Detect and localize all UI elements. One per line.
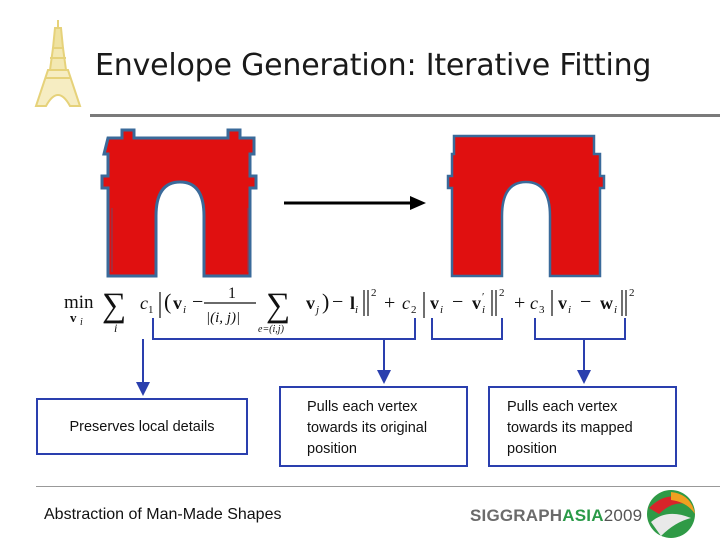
sq-1: 2 — [371, 287, 377, 299]
svg-text:): ) — [322, 289, 329, 314]
annotation-text: Preserves local details — [69, 418, 215, 435]
sum-symbol-2: ∑ — [266, 287, 290, 324]
sum1-index: i — [114, 321, 117, 335]
coef-c1: c — [140, 293, 148, 313]
annotation-line: towards its mapped — [507, 420, 633, 436]
svg-text:v: v — [306, 293, 315, 313]
frac-denominator: |(i, j)| — [206, 310, 240, 326]
svg-text:i: i — [568, 304, 571, 316]
course-title: Abstraction of Man-Made Shapes — [44, 506, 282, 523]
sq-2: 2 — [499, 287, 505, 299]
annotation-line: Pulls each vertex — [307, 399, 418, 415]
svg-text:l: l — [350, 293, 355, 313]
coef-c3: c — [530, 293, 538, 313]
wordmark-year: 2009 — [603, 506, 643, 525]
slide-title: Envelope Generation: Iterative Fitting — [95, 48, 652, 83]
formula-sub-i: i — [80, 317, 83, 328]
svg-text:−: − — [580, 291, 591, 313]
wordmark-region: ASIA — [562, 506, 604, 525]
svg-text:(: ( — [164, 289, 171, 314]
svg-text:v: v — [173, 293, 182, 313]
svg-text:i: i — [482, 304, 485, 316]
eiffel-tower-icon — [34, 20, 82, 107]
wordmark-main: SIGGRAPH — [470, 506, 563, 525]
formula-sub-v: v — [70, 310, 77, 325]
sum-symbol-1: ∑ — [102, 287, 126, 324]
svg-text:j: j — [314, 304, 319, 316]
svg-text:+: + — [384, 292, 395, 314]
arrowhead-3 — [577, 370, 591, 384]
svg-text:−: − — [192, 291, 203, 313]
energy-formula: min v i ∑ i c 1 ( v i − 1 |(i, j)| ∑ e=(… — [64, 285, 635, 335]
annotation-box-local-details: Preserves local details — [36, 398, 248, 455]
sq-3: 2 — [629, 287, 635, 299]
svg-text:+: + — [514, 292, 525, 314]
svg-text:i: i — [183, 304, 186, 316]
original-arch-shape — [100, 128, 258, 278]
svg-text:2: 2 — [411, 304, 417, 316]
annotation-line: towards its original — [307, 420, 428, 436]
transform-arrow — [284, 196, 426, 210]
formula-min: min — [64, 292, 94, 313]
annotation-line: position — [507, 441, 557, 457]
svg-text:w: w — [600, 293, 613, 313]
svg-text:3: 3 — [539, 304, 545, 316]
annotation-line: Pulls each vertex — [507, 399, 618, 415]
annotation-line: position — [307, 441, 357, 457]
svg-text:−: − — [452, 291, 463, 313]
svg-text:1: 1 — [148, 304, 154, 316]
svg-text:v: v — [472, 293, 481, 313]
annotation-box-original-position: Pulls each vertex towards its original p… — [279, 386, 468, 467]
frac-numerator: 1 — [228, 285, 236, 302]
arrowhead-2 — [377, 370, 391, 384]
conference-wordmark: SIGGRAPHASIA2009 — [470, 506, 642, 526]
footer-divider — [36, 486, 720, 487]
fitted-envelope-shape — [446, 134, 606, 278]
coef-c2: c — [402, 293, 410, 313]
svg-text:i: i — [355, 304, 358, 316]
svg-text:v: v — [558, 293, 567, 313]
svg-text:′: ′ — [482, 291, 484, 303]
annotation-box-mapped-position: Pulls each vertex towards its mapped pos… — [488, 386, 677, 467]
svg-text:i: i — [614, 304, 617, 316]
siggraph-asia-swirl-icon — [647, 490, 695, 538]
title-divider — [90, 114, 720, 117]
svg-text:i: i — [440, 304, 443, 316]
arrowhead-1 — [136, 382, 150, 396]
svg-text:v: v — [430, 293, 439, 313]
sum2-index: e=(i,j) — [258, 324, 285, 335]
svg-text:−: − — [332, 291, 343, 313]
